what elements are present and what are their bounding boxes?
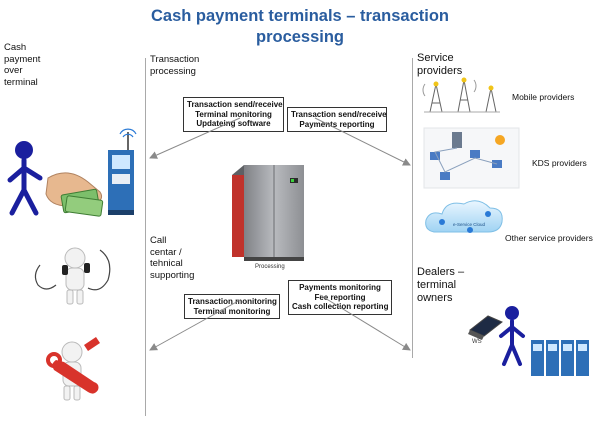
ws-label: WS <box>472 339 482 345</box>
cloud-text: e-Service Cloud <box>453 222 486 227</box>
diagram-title: Cash payment terminals – transaction pro… <box>0 6 600 48</box>
terminal-row-icon <box>531 340 589 376</box>
dealer-person-icon <box>499 306 525 366</box>
box-top-right: Transaction send/receive Payments report… <box>287 107 387 132</box>
terminal-kiosk-icon <box>108 128 137 215</box>
cell-tower-icon <box>422 77 500 113</box>
laptop-icon <box>468 315 503 340</box>
box-bottom-left: Transaction monitoring Terminal monitori… <box>184 294 280 319</box>
mobile-providers-label: Mobile providers <box>512 92 575 102</box>
phone-figure-icon <box>34 247 111 305</box>
separator-left <box>145 58 146 416</box>
cash-payment-label: Cash payment over terminal <box>4 42 41 88</box>
title-line-1: Cash payment terminals – transaction <box>150 7 449 25</box>
money-hand-icon <box>45 172 104 217</box>
cloud-icon <box>425 200 503 233</box>
network-icon <box>423 127 520 189</box>
separator-right <box>412 58 413 358</box>
kds-providers-label: KDS providers <box>532 158 587 168</box>
person-icon <box>7 141 43 216</box>
call-center-label: Call centar / tehnical supporting <box>150 235 195 281</box>
title-line-2: processing <box>255 28 345 46</box>
repair-figure-icon <box>46 337 100 401</box>
other-providers-label: Other service providers <box>505 233 593 243</box>
server-icon <box>232 165 304 261</box>
server-caption: Processing <box>255 264 285 270</box>
box-bottom-right: Payments monitoring Fee reporting Cash c… <box>288 280 392 315</box>
dealers-label: Dealers – terminal owners <box>417 266 465 304</box>
transaction-processing-label: Transaction processing <box>150 54 200 77</box>
box-top-left: Transaction send/receive Terminal monito… <box>183 97 284 132</box>
service-providers-label: Service providers <box>417 52 463 77</box>
